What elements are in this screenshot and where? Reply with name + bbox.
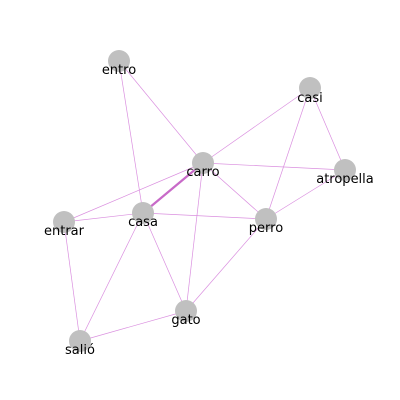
- edge-carro-entrar: [63, 162, 204, 223]
- node-casa: [132, 202, 154, 224]
- edge-casa-salio: [79, 212, 144, 342]
- edge-entro-carro: [118, 60, 204, 164]
- node-label-entrar: entrar: [44, 224, 85, 239]
- edge-carro-gato: [185, 162, 204, 312]
- edge-entrar-salio: [63, 221, 81, 342]
- node-atropella: [334, 159, 356, 181]
- node-label-entro: entro: [102, 63, 136, 78]
- node-carro: [192, 152, 214, 174]
- edge-casa-perro: [142, 212, 267, 220]
- edge-atropella-perro: [265, 169, 346, 220]
- edge-perro-gato: [185, 218, 267, 312]
- node-salio: [69, 330, 91, 352]
- node-label-atropella: atropella: [316, 172, 374, 187]
- edge-casi-carro: [202, 87, 311, 164]
- node-label-casi: casi: [297, 91, 323, 106]
- edge-entro-casa: [118, 60, 144, 214]
- node-label-salio: salió: [65, 343, 95, 358]
- edge-carro-atropella: [202, 162, 346, 171]
- node-label-gato: gato: [171, 313, 200, 328]
- node-casi: [299, 77, 321, 99]
- edges-layer: [63, 60, 346, 342]
- node-label-carro: carro: [186, 165, 219, 180]
- edge-carro-perro: [202, 162, 267, 220]
- node-label-casa: casa: [128, 215, 158, 230]
- edge-casi-atropella: [309, 87, 346, 171]
- edge-gato-salio: [79, 310, 187, 342]
- node-entrar: [53, 211, 75, 233]
- labels-layer: entro casi carro atropella entrar casa perro ga…: [44, 63, 374, 358]
- edge-entrar-casa: [63, 212, 144, 223]
- edge-casa-gato: [142, 212, 187, 312]
- edge-carro-casa: [142, 162, 204, 214]
- node-gato: [175, 300, 197, 322]
- node-entro: [108, 50, 130, 72]
- nodes-layer: [53, 50, 356, 352]
- edge-casi-perro: [265, 87, 311, 220]
- node-perro: [255, 208, 277, 230]
- node-label-perro: perro: [249, 221, 283, 236]
